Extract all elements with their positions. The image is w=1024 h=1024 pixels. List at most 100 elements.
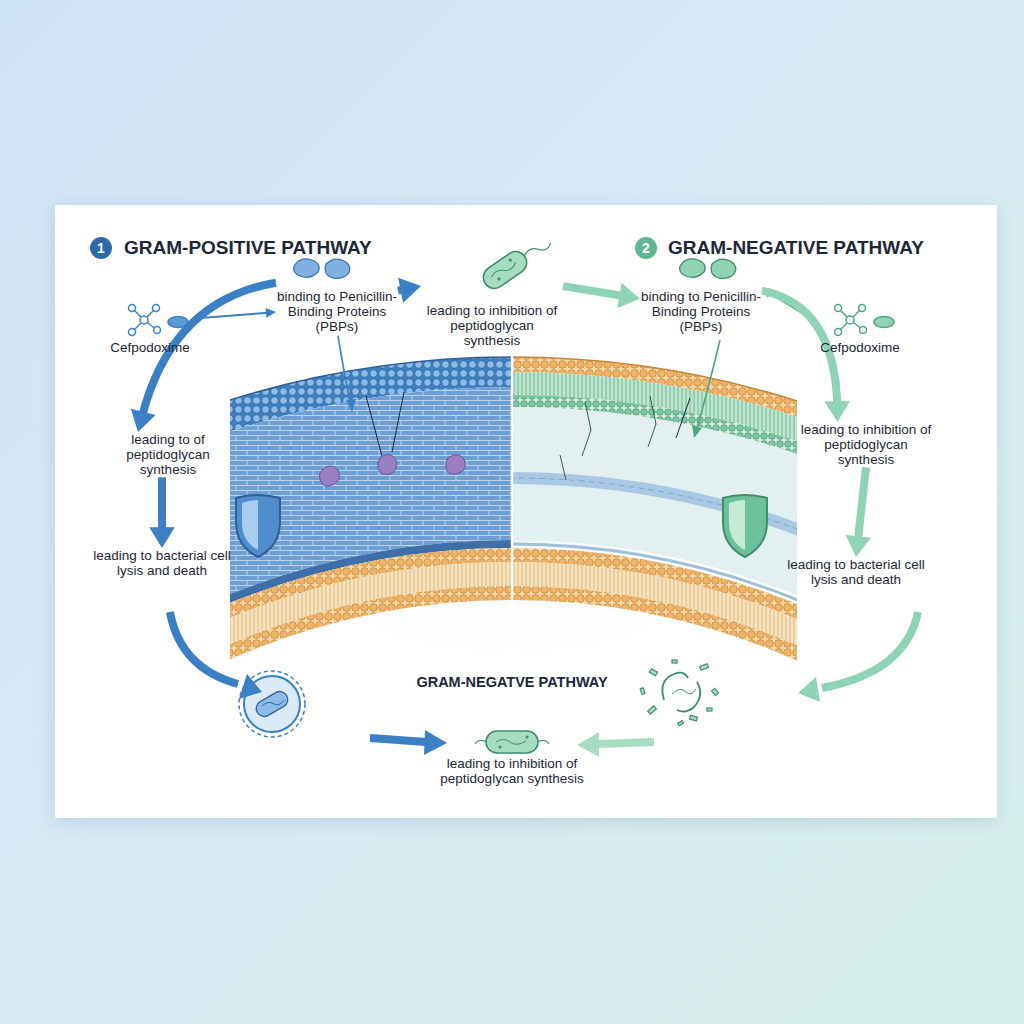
arrow-head xyxy=(398,278,421,303)
arrow-head xyxy=(798,677,820,702)
bacterium-dot xyxy=(525,735,528,738)
section-heading: GRAM-NEGATIVE PATHWAY xyxy=(668,236,924,260)
atom xyxy=(129,305,136,312)
shield-icon xyxy=(236,495,280,557)
molecule-icon xyxy=(835,305,895,336)
lipid-tails xyxy=(230,574,512,700)
bacterium-dot xyxy=(497,277,501,281)
node-text: leading to bacterial cell lysis and deat… xyxy=(93,548,231,578)
bacterium-body xyxy=(479,247,531,293)
arrow-head xyxy=(266,308,276,318)
fragment xyxy=(707,708,712,711)
arrow-shaft xyxy=(200,313,269,318)
pbp-blob xyxy=(446,455,465,474)
pbp-blob xyxy=(319,466,339,486)
fragment xyxy=(648,706,657,714)
node-text: leading to inhibition of peptidoglycan s… xyxy=(795,422,937,467)
flow-arrow xyxy=(798,612,918,702)
text-node: Cefpodoxime xyxy=(810,302,910,355)
atom xyxy=(154,327,161,334)
node-text: binding to Penicillin-Binding Proteins (… xyxy=(276,289,398,334)
arrow-shaft xyxy=(858,467,866,541)
text-node: binding to Penicillin-Binding Proteins (… xyxy=(640,255,762,334)
text-node: leading to inhibition of peptidoglycan s… xyxy=(422,756,602,786)
dashed-ring xyxy=(239,671,305,737)
bacterium-body xyxy=(486,731,538,753)
shield-shine xyxy=(729,500,745,550)
bacterium-dot xyxy=(498,745,501,748)
divider-line xyxy=(511,350,514,668)
arrow-head xyxy=(824,401,850,422)
fragment xyxy=(700,664,709,670)
text-node: binding to Penicillin-Binding Proteins (… xyxy=(276,255,398,334)
lipid-heads xyxy=(230,372,512,700)
lipid-heads xyxy=(230,593,512,700)
shield xyxy=(236,495,280,557)
flow-arrow xyxy=(846,467,871,557)
arrow-shaft xyxy=(598,742,654,744)
text-node: leading to inhibition of peptidoglycan s… xyxy=(421,248,563,348)
atom xyxy=(859,305,866,312)
membrane-line xyxy=(230,544,512,700)
flow-arrow xyxy=(149,477,175,548)
fragment-wall xyxy=(677,682,700,712)
flow-arrow xyxy=(131,283,276,432)
arrow-head xyxy=(846,535,871,557)
text-node: leading to of peptidoglycan synthesis xyxy=(108,432,228,477)
flagellum xyxy=(522,237,552,262)
section-heading: GRAM-POSITIVE PATHWAY xyxy=(124,236,372,260)
atom xyxy=(860,327,867,334)
flow-arrow xyxy=(370,730,447,755)
callout-number: 2 xyxy=(635,237,657,259)
pbp-blob xyxy=(711,259,736,278)
outer-membrane-tails xyxy=(512,384,797,701)
flow-arrow xyxy=(398,278,421,303)
arrow-head xyxy=(239,674,262,699)
arrow-head xyxy=(577,732,599,757)
atom xyxy=(129,329,136,336)
node-text: binding to Penicillin-Binding Proteins (… xyxy=(640,289,762,334)
bacterium-detail xyxy=(262,700,284,706)
text-node: leading to inhibition of peptidoglycan s… xyxy=(795,422,937,467)
bacterium-detail xyxy=(496,740,526,745)
atom xyxy=(835,305,842,312)
pbp-proteins xyxy=(319,454,465,486)
arrow-shaft xyxy=(563,286,625,296)
arrow-head xyxy=(131,409,156,432)
node-text: leading to inhibition of peptidoglycan s… xyxy=(422,756,602,786)
node-text: leading to inhibition of peptidoglycan s… xyxy=(421,303,563,348)
pbp-icon xyxy=(680,259,736,279)
arrow-head xyxy=(617,283,640,308)
node-text: leading to of peptidoglycan synthesis xyxy=(108,432,228,477)
thin-peptidoglycan xyxy=(512,478,797,700)
leader-head xyxy=(346,399,356,412)
leader-head xyxy=(692,425,702,438)
shield-shine xyxy=(242,500,258,550)
outer-membrane-heads xyxy=(512,401,797,700)
fragment xyxy=(649,669,657,676)
sub-heading: GRAM-NEGATVE PATHWAY xyxy=(412,674,612,690)
flow-arrow xyxy=(577,732,654,757)
bacterium-detail xyxy=(491,260,517,281)
bacterium-icon xyxy=(479,231,555,293)
lysis-icon xyxy=(239,671,305,737)
fragment xyxy=(672,660,677,663)
node-text: Cefpodoxime xyxy=(810,340,910,355)
fragment xyxy=(690,715,698,721)
lipid-tails xyxy=(512,574,797,700)
atom xyxy=(846,316,854,324)
arrow-shaft xyxy=(370,738,426,742)
node-text: Cefpodoxime xyxy=(100,340,200,355)
fragment-wall xyxy=(662,673,688,700)
arrow-head xyxy=(424,730,447,755)
arrow-head xyxy=(149,527,175,548)
fragment xyxy=(640,688,645,695)
background-glow xyxy=(182,300,842,700)
gram-negative-wall xyxy=(512,357,797,700)
wall-crack xyxy=(560,396,656,480)
pbp-blob xyxy=(378,454,397,474)
bacterium-body xyxy=(253,689,290,720)
pbp-blob xyxy=(294,259,320,277)
